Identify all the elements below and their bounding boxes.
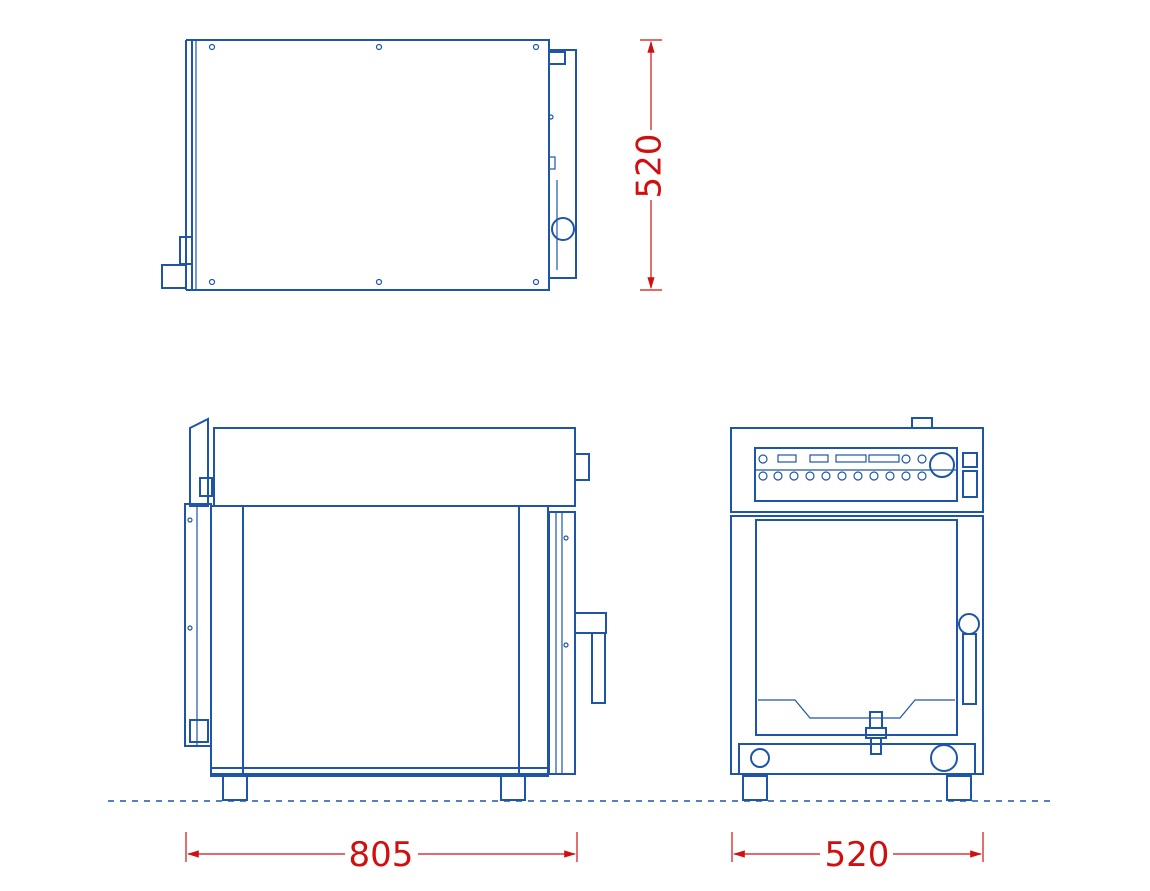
width-dimension: 520	[731, 832, 984, 875]
side-view	[184, 417, 607, 801]
front-view	[730, 417, 984, 801]
height-dimension: 520	[630, 39, 670, 291]
height-dimension-label: 520	[630, 134, 670, 199]
top-view	[161, 39, 577, 291]
width-dimension-label: 520	[825, 835, 890, 875]
depth-dimension: 805	[185, 832, 578, 875]
depth-dimension-label: 805	[349, 835, 414, 875]
